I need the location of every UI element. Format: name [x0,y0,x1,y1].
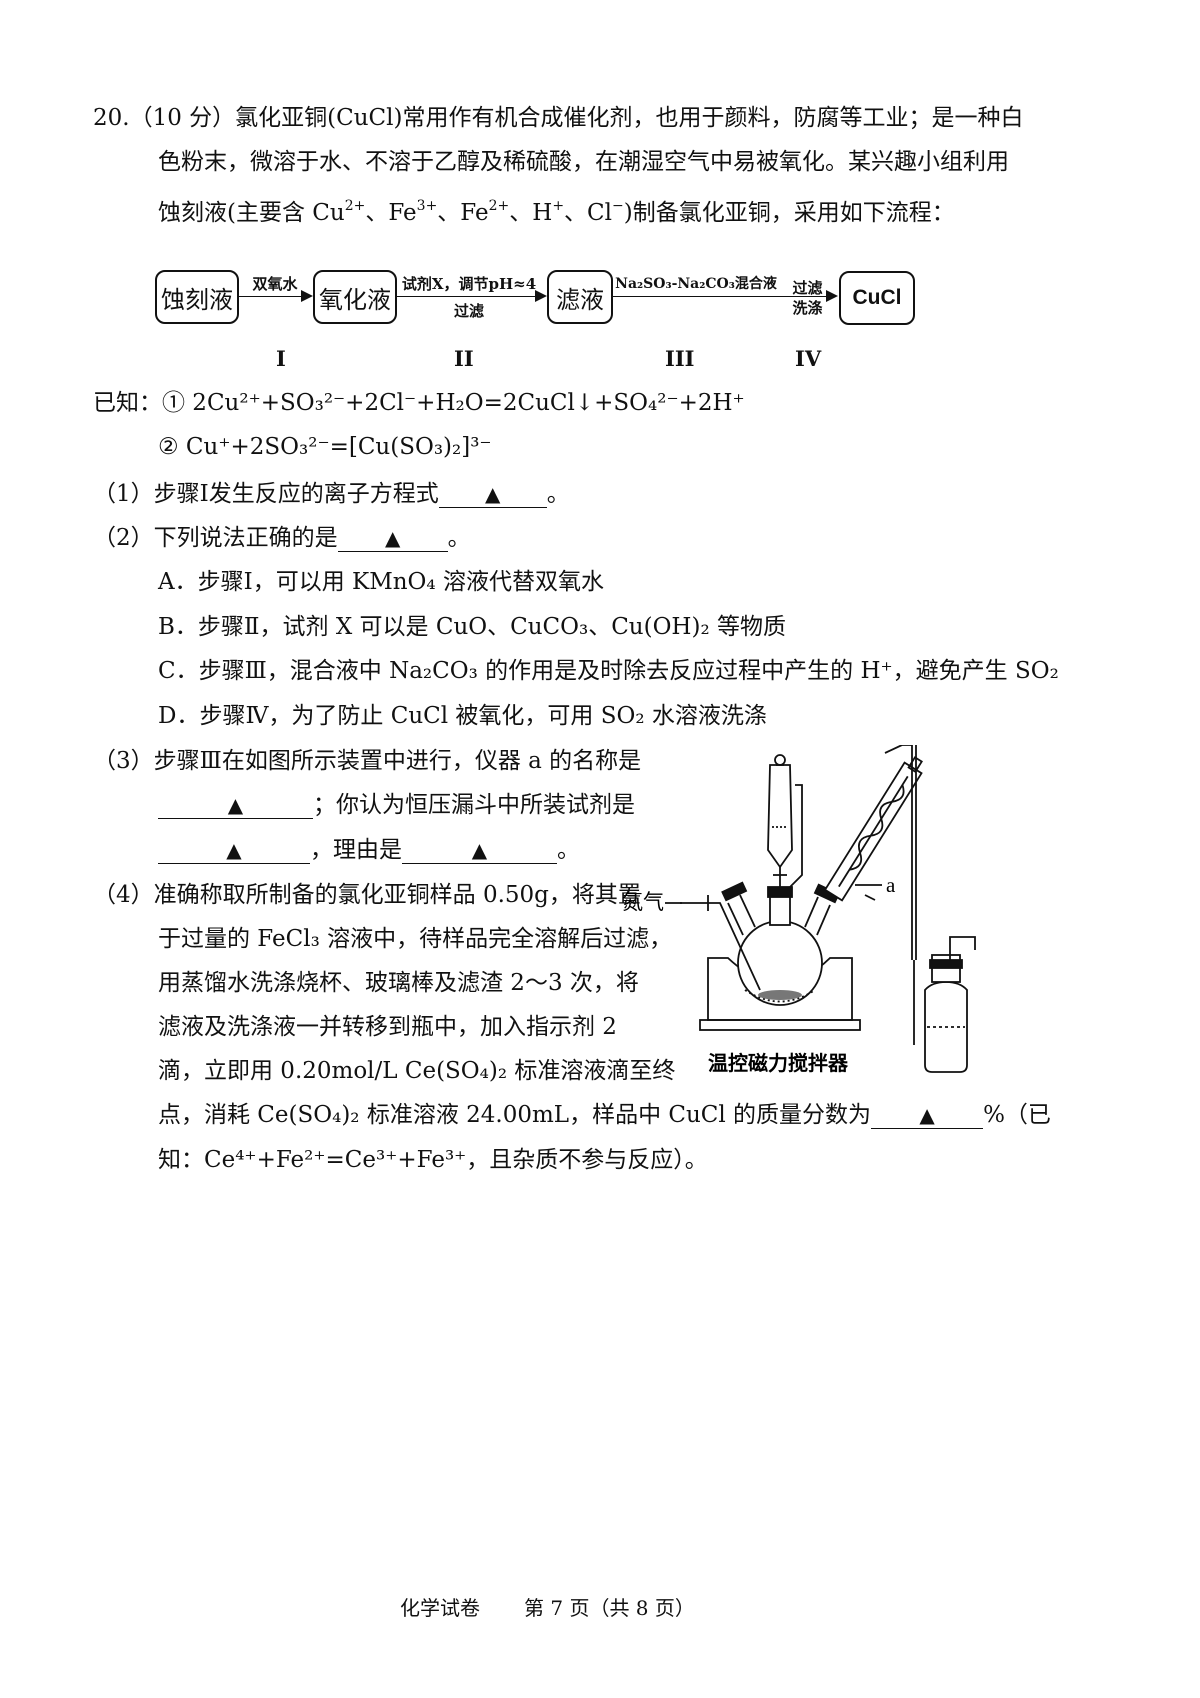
option-b: B．步骤Ⅱ，试剂 X 可以是 CuO、CuCO₃、Cu(OH)₂ 等物质 [158,614,786,640]
answer-blank-3c[interactable]: ▲ [402,837,557,864]
magnetic-stirrer-plate [699,1019,861,1031]
known-equation-1: 已知：① 2Cu²⁺+SO₃²⁻+2Cl⁻+H₂O=2CuCl↓+SO₄²⁻+2… [93,390,745,416]
answer-blank-1[interactable]: ▲ [438,481,547,508]
flow-arrow-1 [237,290,313,302]
subquestion-1: （1）步骤Ⅰ发生反应的离子方程式▲。 [93,481,570,508]
flow-label-wash: 洗涤 [792,299,823,317]
step-label-2: II [454,346,474,371]
flow-box-oxidized-solution: 氧化液 [313,270,397,324]
footer-page: 第 7 页（共 8 页） [524,1596,695,1620]
nitrogen-inlet-tube [680,902,761,991]
question-stem-line2: 色粉末，微溶于水、不溶于乙醇及稀硫酸，在潮湿空气中易被氧化。某兴趣小组利用 [158,149,1009,175]
subquestion-4-line6: 点，消耗 Ce(SO₄)₂ 标准溶液 24.00mL，样品中 CuCl 的质量分… [158,1102,1051,1129]
stir-bar [758,990,802,1000]
gas-outlet-tube [884,745,913,960]
constant-pressure-funnel [767,764,793,869]
step-label-4: IV [795,346,822,371]
option-c: C．步骤Ⅲ，混合液中 Na₂CO₃ 的作用是及时除去反应过程中产生的 H⁺，避免… [158,658,1059,684]
label-a: a [886,873,896,897]
flow-box-filtrate: 滤液 [547,270,613,324]
condenser-a [823,756,923,902]
question-stem-line1: 20.（10 分）氯化亚铜(CuCl)常用作有机合成催化剂，也用于颜料，防腐等工… [93,105,1024,131]
subquestion-4-line3: 用蒸馏水洗涤烧杯、玻璃棒及滤渣 2～3 次，将 [158,970,639,996]
step-label-3: III [665,346,695,371]
subquestion-3-line1: （3）步骤Ⅲ在如图所示装置中进行，仪器 a 的名称是 [93,748,642,774]
subquestion-4-line4: 滤液及洗涤液一并转移到瓶中，加入指示剂 2 [158,1014,617,1040]
flow-label-mixed-solution: Na₂SO₃-Na₂CO₃混合液 [615,276,777,292]
step-label-1: I [276,346,286,371]
flow-label-hydrogen-peroxide: 双氧水 [252,275,298,293]
subquestion-4-line2: 于过量的 FeCl₃ 溶液中，待样品完全溶解后过滤， [158,926,673,952]
option-d: D．步骤Ⅳ，为了防止 CuCl 被氧化，可用 SO₂ 水溶液洗涤 [158,703,767,729]
known-equation-2: ② Cu⁺+2SO₃²⁻=[Cu(SO₃)₂]³⁻ [158,434,492,460]
subquestion-4-line1: （4）准确称取所制备的氯化亚铜样品 0.50g，将其置 [93,882,641,908]
footer-subject: 化学试卷 [400,1596,480,1620]
flow-box-cucl: CuCl [839,271,915,325]
question-number: 20. [93,105,130,131]
subquestion-3-line3: ▲，理由是▲。 [158,835,580,865]
apparatus-diagram: 氮气 a 温控磁力搅拌器 [622,745,976,1075]
answer-blank-4[interactable]: ▲ [871,1102,984,1129]
question-stem-line3: 蚀刻液(主要含 Cu2+、Fe3+、Fe2+、H+、Cl−)制备氯化亚铜，采用如… [158,198,955,226]
apparatus-caption: 温控磁力搅拌器 [708,1051,849,1075]
answer-blank-3b[interactable]: ▲ [158,837,310,864]
answer-blank-2[interactable]: ▲ [337,525,448,552]
option-a: A．步骤Ⅰ，可以用 KMnO₄ 溶液代替双氧水 [158,569,604,595]
flow-arrow-2 [395,290,547,302]
subquestion-2: （2）下列说法正确的是▲。 [93,525,471,552]
subquestion-3-line2: ▲；你认为恒压漏斗中所装试剂是 [158,790,635,820]
subquestion-4-line7: 知：Ce⁴⁺+Fe²⁺=Ce³⁺+Fe³⁺，且杂质不参与反应）。 [158,1147,708,1173]
subquestion-4-line5: 滴，立即用 0.20mol/L Ce(SO₄)₂ 标准溶液滴至终 [158,1058,676,1084]
question-score: （10 分） [129,105,236,131]
answer-blank-3a[interactable]: ▲ [158,792,313,819]
nitrogen-label: 氮气 [622,890,664,914]
flow-label-reagent-x: 试剂X，调节pH≈4 [401,275,537,293]
flow-box-etching-solution: 蚀刻液 [155,270,239,324]
flow-label-filter-1: 过滤 [453,302,484,320]
flow-label-filter-2: 过滤 [792,279,823,297]
flow-arrow-3 [611,290,838,302]
